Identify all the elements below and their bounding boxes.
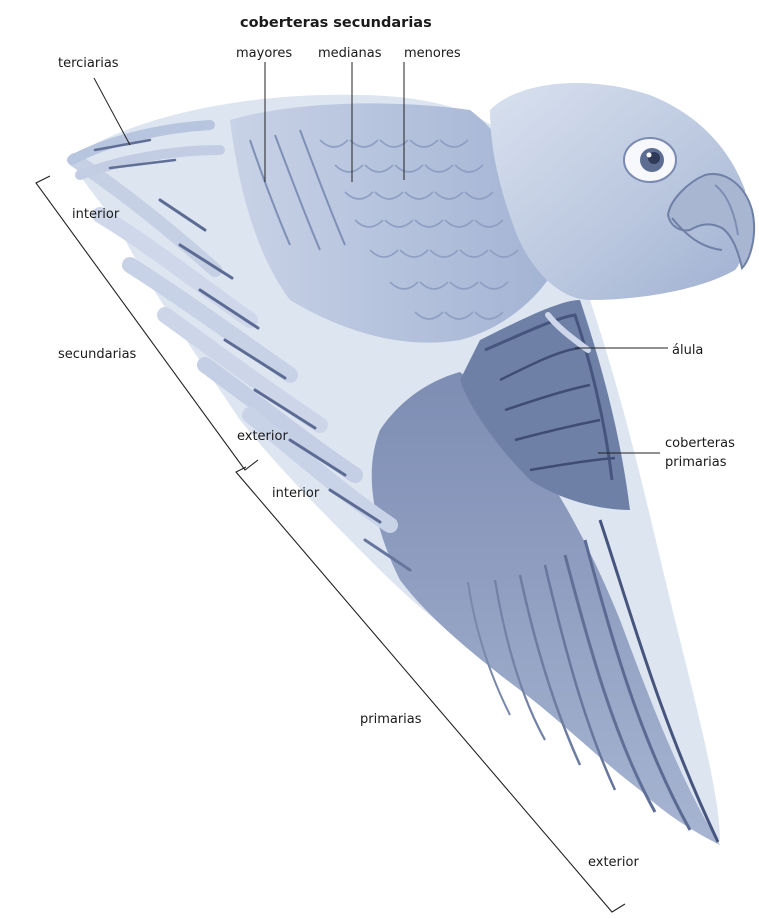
label-medianas: medianas [318,46,382,61]
label-mayores: mayores [236,46,292,61]
label-terciarias: terciarias [58,56,119,71]
label-primarias: primarias [360,712,422,727]
label-interior-secundarias: interior [72,207,120,222]
label-coberteras-primarias-1: coberteras [665,436,735,451]
label-exterior-secundarias: exterior [237,429,288,444]
label-coberteras-primarias-2: primarias [665,455,727,470]
label-interior-primarias: interior [272,486,320,501]
title-coberteras-secundarias: coberteras secundarias [240,15,432,31]
label-menores: menores [404,46,461,61]
label-alula: álula [672,343,703,358]
label-secundarias: secundarias [58,347,137,362]
leader-terciarias [94,78,130,145]
label-exterior-primarias: exterior [588,855,639,870]
